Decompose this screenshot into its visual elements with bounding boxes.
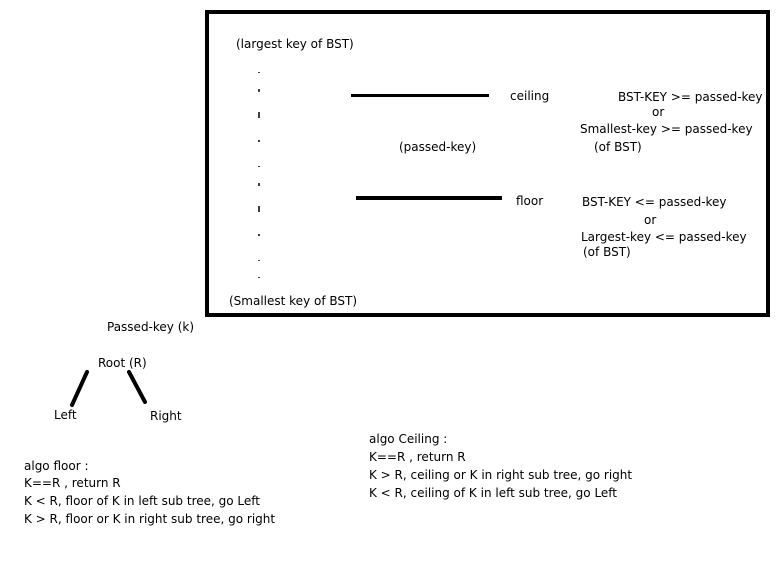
algo-floor-line-1: K==R , return R bbox=[24, 476, 121, 490]
ceiling-condition-2-note: (of BST) bbox=[594, 140, 642, 154]
algo-ceiling-line-2: K > R, ceiling or K in right sub tree, g… bbox=[369, 468, 633, 482]
tree-passed-key: Passed-key (k) bbox=[107, 320, 195, 334]
floor-label: floor bbox=[516, 194, 544, 208]
algo-ceiling-title: algo Ceiling : bbox=[369, 432, 448, 446]
tree-right-edge bbox=[127, 370, 147, 404]
ceiling-line bbox=[351, 94, 489, 97]
floor-line bbox=[356, 196, 502, 200]
floor-condition-2: Largest-key <= passed-key bbox=[581, 230, 747, 244]
algo-floor-line-3: K > R, floor or K in right sub tree, go … bbox=[24, 512, 276, 526]
algo-ceiling-line-3: K < R, ceiling of K in left sub tree, go… bbox=[369, 486, 618, 500]
floor-condition-1: BST-KEY <= passed-key bbox=[582, 195, 727, 209]
floor-condition-2-note: (of BST) bbox=[583, 245, 631, 259]
ceiling-label: ceiling bbox=[510, 89, 550, 103]
passed-key-label: (passed-key) bbox=[399, 140, 477, 154]
tree-right: Right bbox=[150, 409, 182, 423]
floor-or: or bbox=[644, 213, 657, 227]
algo-ceiling-line-1: K==R , return R bbox=[369, 450, 466, 464]
smallest-key-label: (Smallest key of BST) bbox=[229, 294, 358, 308]
algo-floor-line-2: K < R, floor of K in left sub tree, go L… bbox=[24, 494, 260, 508]
ceiling-condition-2: Smallest-key >= passed-key bbox=[580, 122, 753, 136]
tree-left: Left bbox=[54, 408, 77, 422]
bst-range-frame bbox=[205, 10, 770, 317]
largest-key-label: (largest key of BST) bbox=[236, 37, 354, 51]
algo-floor-title: algo floor : bbox=[24, 459, 89, 473]
tree-root: Root (R) bbox=[98, 356, 147, 370]
tree-left-edge bbox=[70, 370, 89, 407]
ceiling-or: or bbox=[652, 105, 665, 119]
ceiling-condition-1: BST-KEY >= passed-key bbox=[618, 90, 763, 104]
